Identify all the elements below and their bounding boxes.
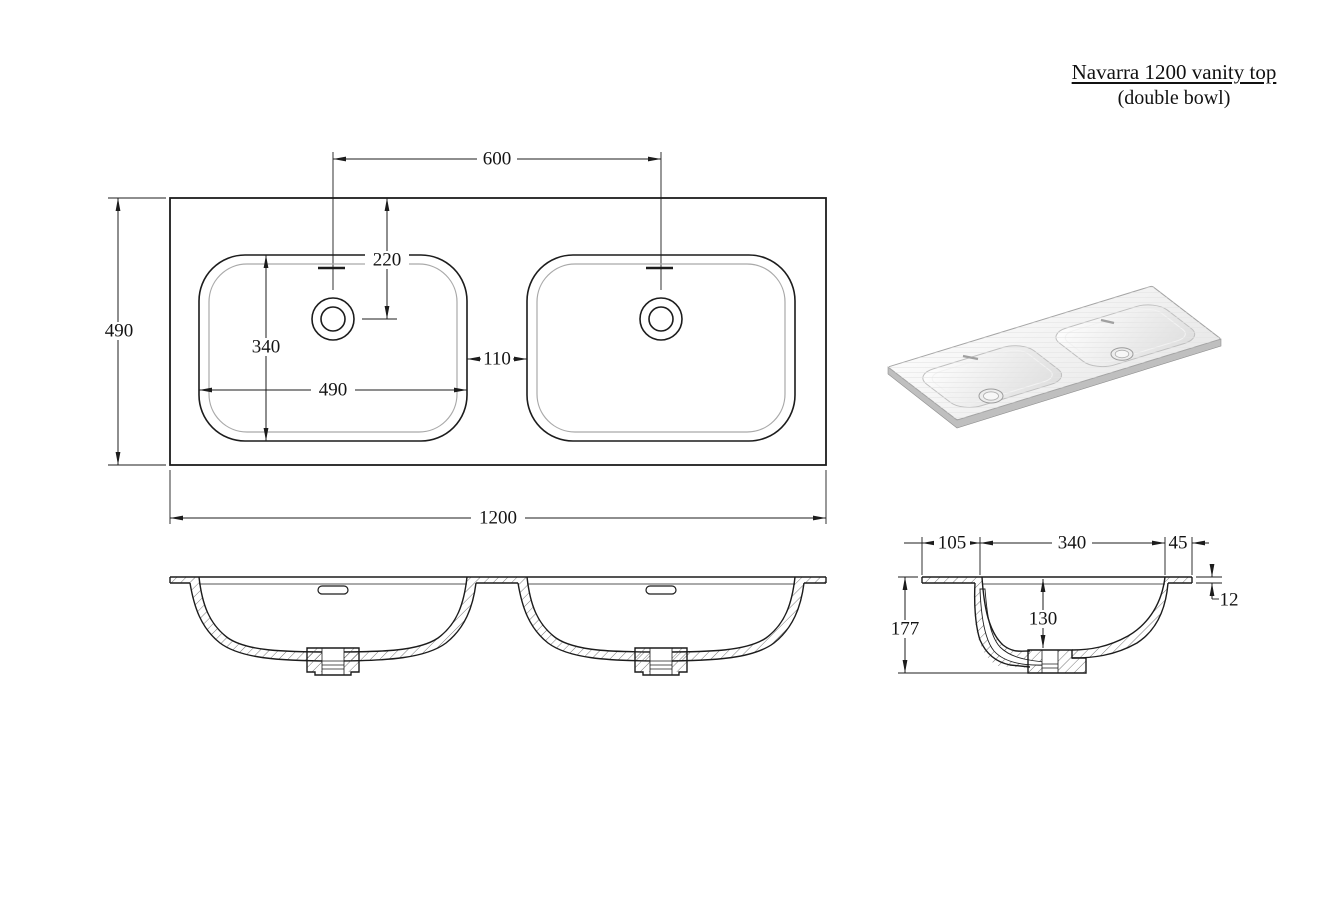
dim-bowl-depth: 340 bbox=[244, 255, 288, 441]
dim-overall-width: 1200 bbox=[169, 470, 827, 529]
dim-top-row: 105 340 45 bbox=[904, 533, 1209, 575]
front-bowl-section bbox=[189, 576, 477, 676]
dim-label-12: 12 bbox=[1220, 590, 1239, 611]
back-wall-interior bbox=[981, 576, 1031, 652]
dim-top-thickness: 12 bbox=[1196, 564, 1239, 611]
drain-3d-left-inner bbox=[983, 391, 999, 401]
bowl-inner-line bbox=[208, 263, 458, 433]
countertop-ends bbox=[169, 577, 827, 583]
dim-label-177: 177 bbox=[891, 619, 920, 640]
dim-bowl-inner-depth: 130 bbox=[1025, 579, 1061, 648]
dim-label-490-bowl: 490 bbox=[319, 380, 348, 401]
dim-faucet-setback: 220 bbox=[362, 198, 409, 320]
front-bowl-section-right bbox=[517, 576, 805, 676]
faucet-hole-inner bbox=[320, 306, 346, 332]
dim-label-340-side: 340 bbox=[1058, 533, 1087, 554]
dim-label-220: 220 bbox=[373, 250, 402, 271]
vanity-top-outline bbox=[169, 197, 827, 466]
front-section-view bbox=[169, 576, 827, 676]
dim-label-130: 130 bbox=[1029, 609, 1058, 630]
front-section-material bbox=[170, 577, 826, 661]
plan-bowl bbox=[198, 254, 468, 442]
overflow-3d-right bbox=[1100, 318, 1115, 325]
render-scanline-overlay bbox=[888, 286, 1221, 420]
drawing-subtitle: (double bowl) bbox=[1117, 87, 1231, 109]
drawing-title: Navarra 1200 vanity top bbox=[1071, 60, 1277, 84]
plan-view: 600 220 340 490 110 bbox=[96, 149, 827, 529]
dim-bowl-gap: 110 bbox=[467, 349, 527, 370]
dim-label-110: 110 bbox=[483, 349, 511, 370]
dim-label-105: 105 bbox=[938, 533, 967, 554]
dim-label-600: 600 bbox=[483, 149, 512, 170]
overflow-slot-front bbox=[317, 585, 349, 595]
front-wall-exterior bbox=[1071, 582, 1169, 659]
front-wall-interior bbox=[1071, 576, 1166, 651]
side-section-view: 105 340 45 12 177 130 bbox=[888, 533, 1239, 674]
overflow-3d-left bbox=[962, 354, 979, 361]
faucet-hole-outer bbox=[311, 297, 355, 341]
dim-label-490-overall: 490 bbox=[105, 321, 134, 342]
dim-faucet-spacing: 600 bbox=[333, 149, 661, 170]
title-block: Navarra 1200 vanity top (double bowl) bbox=[1044, 60, 1304, 110]
drain-3d-right-inner bbox=[1114, 349, 1130, 359]
dim-label-45: 45 bbox=[1169, 533, 1188, 554]
isometric-view bbox=[887, 286, 1222, 429]
dim-bowl-width: 490 bbox=[199, 380, 467, 401]
drain-front bbox=[306, 647, 360, 676]
dim-label-340: 340 bbox=[252, 337, 281, 358]
bowl-outline bbox=[198, 254, 468, 442]
dim-label-1200: 1200 bbox=[479, 508, 517, 529]
dim-overall-depth: 490 bbox=[96, 197, 166, 466]
side-ends bbox=[921, 577, 1193, 583]
back-wall-exterior bbox=[973, 582, 1031, 668]
dim-overall-height: 177 bbox=[888, 576, 1030, 674]
